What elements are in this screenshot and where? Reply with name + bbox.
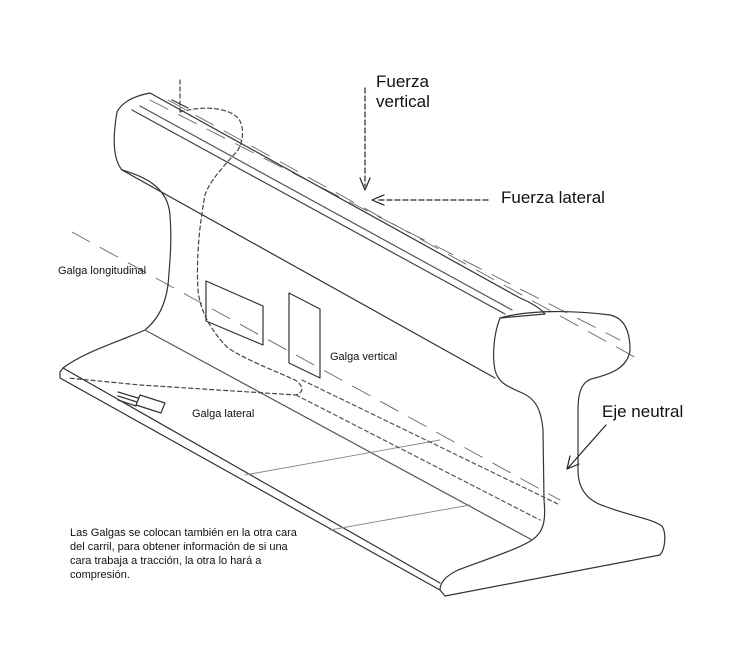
vertical-force-arrowhead — [359, 177, 371, 191]
rail-base-flange — [59, 367, 441, 591]
hidden-contour-dashed-3 — [301, 379, 561, 506]
rail-cross-section — [439, 310, 666, 597]
hidden-contour-dashed-2 — [295, 394, 541, 521]
base-surface-lines — [244, 439, 471, 531]
label-galga-longitudinal: Galga longitudinal — [58, 265, 147, 277]
label-galga-lateral: Galga lateral — [192, 408, 255, 420]
hidden-contour-tick — [171, 99, 189, 109]
galga-vertical-gauge — [288, 292, 321, 379]
galga-longitudinal-gauge — [205, 280, 264, 346]
background-construction-lines — [71, 99, 641, 501]
rail-head-top — [116, 92, 546, 319]
rail-head-ridge-2 — [139, 105, 513, 311]
rail-head-near-face — [113, 111, 123, 171]
note-text: Las Galgas se colocan también en la otra… — [70, 527, 297, 581]
label-eje-neutral: Eje neutral — [602, 402, 684, 421]
hidden-contour-dashed — [67, 79, 303, 396]
lateral-force-arrowhead — [371, 194, 385, 206]
galga-lateral-gauge — [117, 391, 166, 414]
rail-base-top-edge — [62, 367, 441, 584]
label-galga-vertical: Galga vertical — [330, 351, 398, 363]
neutral-axis-arrowhead — [566, 455, 580, 470]
neutral-axis-arrow-line — [567, 424, 607, 469]
rail-web-near — [62, 169, 172, 369]
label-fuerza-vertical: Fuerza vertical — [376, 72, 430, 112]
rail-head-ridge — [131, 109, 506, 315]
label-fuerza-lateral: Fuerza lateral — [501, 188, 605, 207]
rail-head-bottom-edge — [121, 169, 496, 379]
